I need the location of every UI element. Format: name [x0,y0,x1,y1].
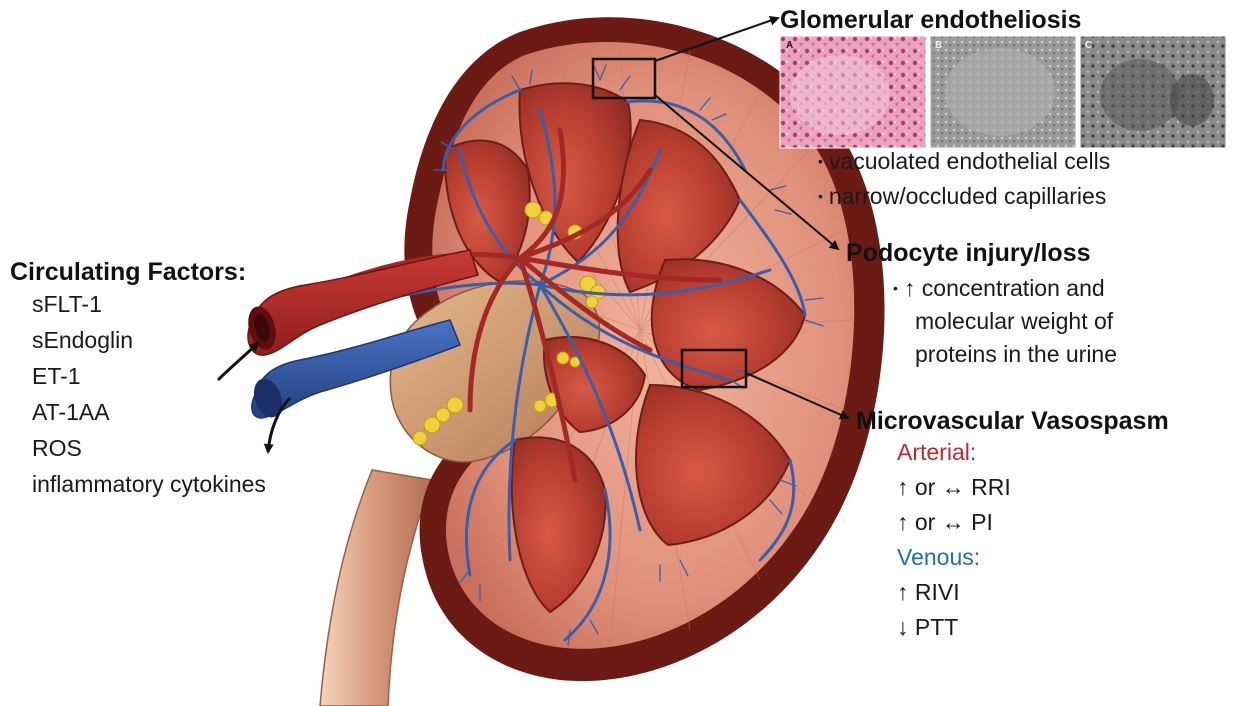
glomerular-bullet-2: •narrow/occluded capillaries [818,185,1106,208]
factor-item-6: inflammatory cytokines [32,473,266,496]
podocyte-bullets: •↑ concentration and molecular weight of… [893,277,1223,377]
heading-circulating: Circulating Factors: [10,260,246,285]
heading-microvascular: Microvascular Vasospasm [856,409,1169,434]
heading-podocyte: Podocyte injury/loss [846,241,1091,266]
heading-glomerular: Glomerular endotheliosis [780,8,1081,33]
arterial-item-1: ↑ or ↔ RRI [897,476,1011,499]
circulating-factor-list: sFLT-1 sEndoglin ET-1 AT-1AA ROS inflamm… [32,293,352,503]
arterial-item-2: ↑ or ↔ PI [897,511,993,534]
factor-item-5: ROS [32,437,82,460]
venous-item-1: ↑ RIVI [897,581,960,604]
micrograph-panels: A B C [780,36,1226,148]
factor-item-4: AT-1AA [32,401,110,424]
ureter [320,470,432,706]
micrograph-b-label: B [935,40,942,51]
podocyte-line-3: proteins in the urine [915,343,1117,366]
factor-item-3: ET-1 [32,365,81,388]
micrograph-c-label: C [1085,40,1092,51]
podocyte-line-1: •↑ concentration and [893,277,1105,300]
vasospasm-list: Arterial: ↑ or ↔ RRI ↑ or ↔ PI Venous: ↑… [897,441,1097,651]
arterial-label: Arterial: [897,441,976,464]
factor-item-2: sEndoglin [32,329,133,352]
glomerular-bullets: •vacuolated endothelial cells •narrow/oc… [818,150,1218,220]
venous-item-2: ↓ PTT [897,616,958,639]
factor-item-1: sFLT-1 [32,293,102,316]
glomerular-bullet-1: •vacuolated endothelial cells [818,150,1110,173]
venous-label: Venous: [897,546,980,569]
micrograph-a-label: A [786,40,793,51]
podocyte-line-2: molecular weight of [915,310,1113,333]
